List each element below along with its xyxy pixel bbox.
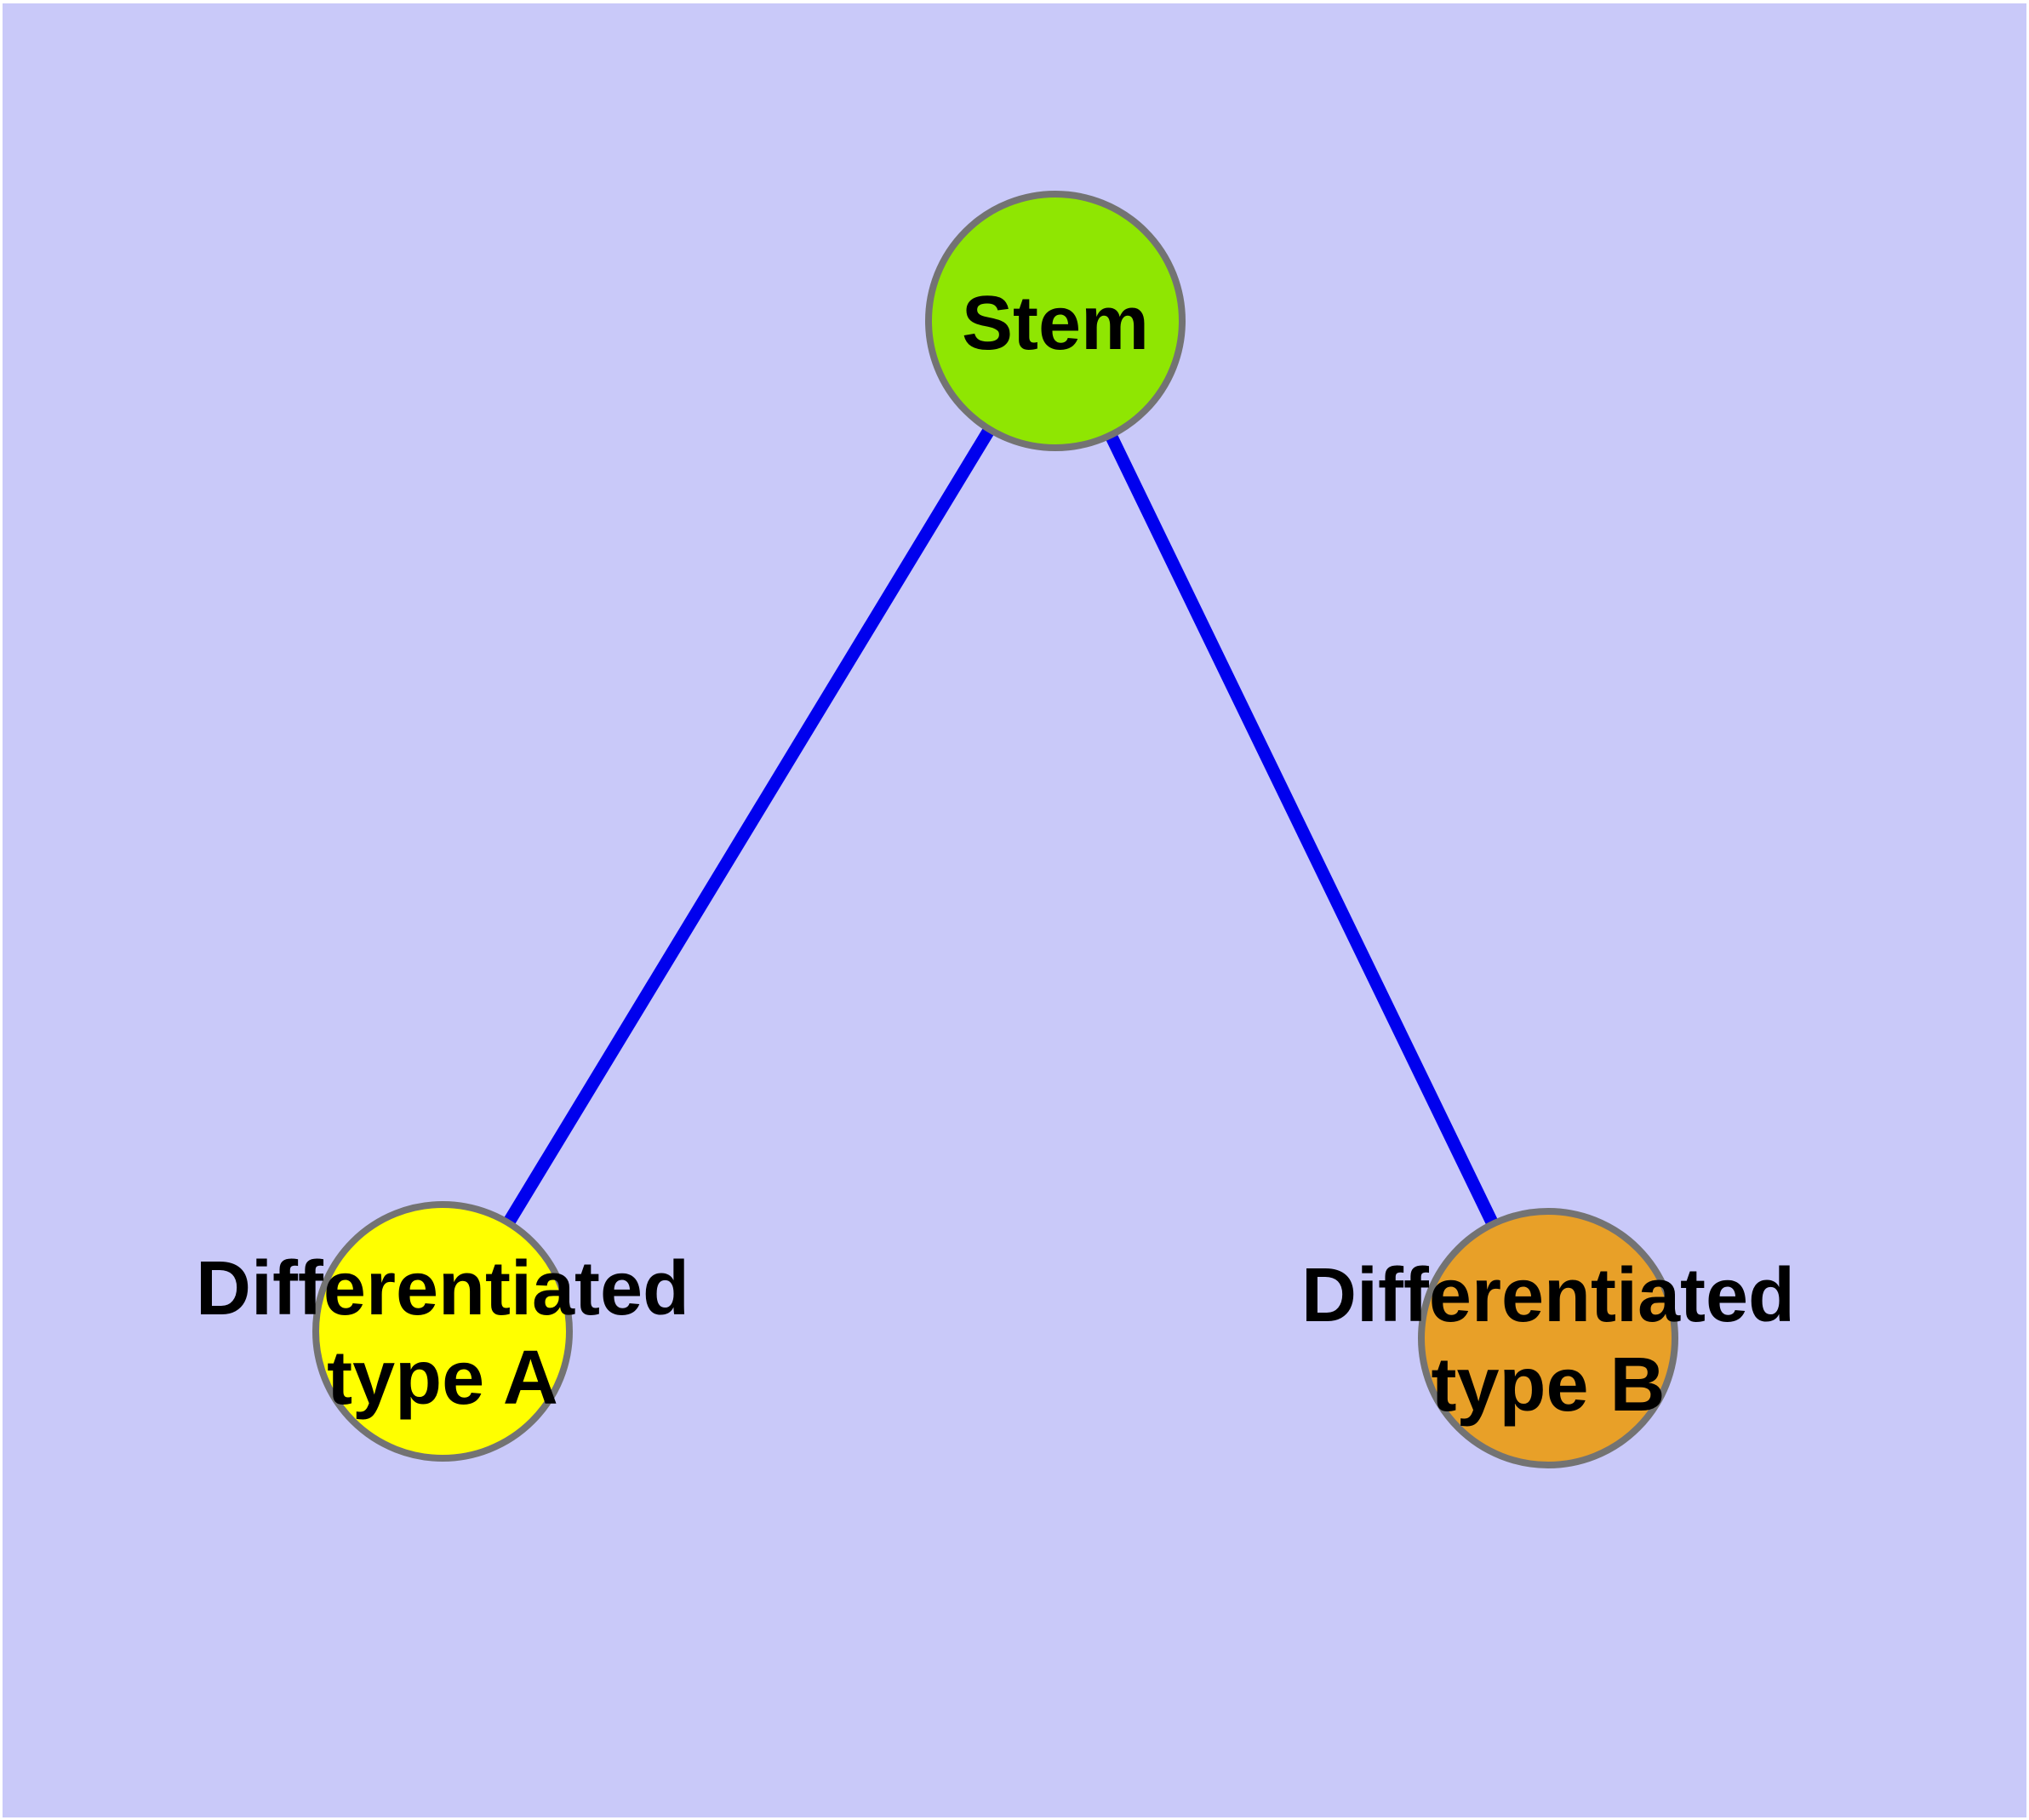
node-differentiated-type-a	[312, 1201, 573, 1462]
edge-stem-to-type-a	[437, 318, 1061, 1335]
node-type-a-label-line1: Differentiated	[196, 1246, 689, 1331]
node-type-b-label-line1: Differentiated	[1301, 1253, 1795, 1338]
node-type-a-label-line2: type A	[327, 1336, 558, 1421]
node-type-b-label-line2: type B	[1431, 1342, 1665, 1428]
node-differentiated-type-b	[1418, 1208, 1678, 1468]
edge-stem-to-type-b	[1049, 318, 1554, 1342]
node-stem-label: Stem	[962, 281, 1149, 366]
node-stem	[925, 191, 1186, 451]
